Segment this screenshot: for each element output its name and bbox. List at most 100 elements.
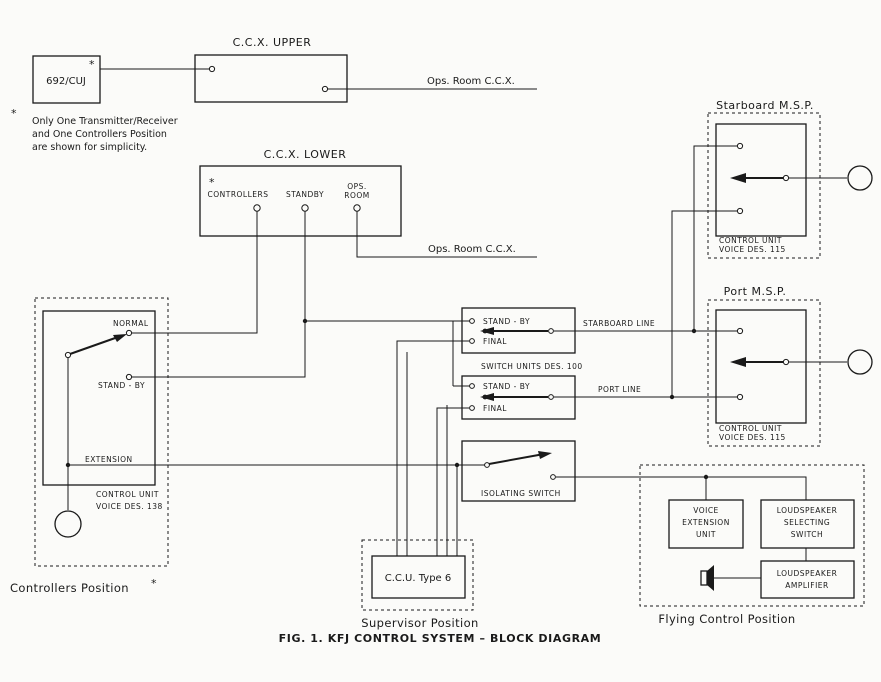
ls-amp-line1: LOUDSPEAKER — [777, 569, 838, 578]
wire-port-riser — [671, 210, 740, 397]
control-unit-138-line1: CONTROL UNIT — [96, 490, 159, 499]
ccx-upper-terminal-right — [321, 85, 329, 93]
flying-control-border — [639, 464, 865, 607]
port-line-label: PORT LINE — [598, 385, 641, 394]
ccx-lower-ops-room: Ops. Room C.C.X. — [428, 244, 516, 255]
iso-terminal — [550, 474, 556, 480]
ccx-lower-terminal-standby — [301, 204, 309, 212]
wire-sw2-final-to-ccu — [436, 407, 469, 556]
controllers-switch-arrowhead — [113, 334, 127, 342]
control-unit-138-box — [42, 310, 156, 486]
voice-ext-line3: UNIT — [696, 530, 716, 539]
starboard-line-label: STARBOARD LINE — [583, 319, 655, 328]
ls-amp-line2: AMPLIFIER — [785, 581, 829, 590]
starboard-headset-icon — [847, 165, 873, 191]
controllers-standby-terminal — [125, 373, 133, 381]
starboard-terminal-bottom — [736, 207, 744, 215]
wire-starboard-riser — [693, 145, 740, 331]
ls-switch-line3: SWITCH — [791, 530, 823, 539]
controllers-switch-arm — [69, 336, 119, 355]
wire-iso-to-ls-switch — [706, 476, 807, 500]
starboard-arrowhead — [730, 173, 746, 183]
controllers-extension-label: EXTENSION — [85, 455, 133, 464]
ccx-lower-ops-line1: OPS. — [347, 182, 367, 191]
sw1-final-label: FINAL — [483, 337, 507, 346]
port-arrowhead — [730, 357, 746, 367]
controllers-standby-label: STAND - BY — [98, 381, 145, 390]
port-control-unit-box — [715, 309, 807, 424]
starboard-pivot — [782, 174, 790, 182]
sw2-standby-label: STAND - BY — [483, 382, 530, 391]
controllers-normal-label: NORMAL — [113, 319, 149, 328]
loudspeaker-switch-box — [760, 499, 855, 549]
starboard-terminal-top — [736, 142, 744, 150]
note-line-2: and One Controllers Position — [32, 129, 167, 140]
iso-arrowhead — [538, 451, 552, 459]
voice-ext-line1: VOICE — [693, 506, 719, 515]
unit-692-box — [32, 55, 101, 104]
control-unit-138-line2: VOICE DES. 138 — [96, 502, 163, 511]
port-unit-line1: CONTROL UNIT — [719, 424, 782, 433]
unit-692-label: 692/CUJ — [46, 76, 86, 87]
figure-caption: FIG. 1. KFJ CONTROL SYSTEM – BLOCK DIAGR… — [279, 632, 602, 645]
ccu-type6-label: C.C.U. Type 6 — [385, 573, 452, 584]
ccx-lower-ops-wire — [356, 211, 537, 258]
starboard-control-unit-box — [715, 123, 807, 237]
ccx-lower-terminal-controllers — [253, 204, 261, 212]
controllers-pivot — [64, 351, 72, 359]
wire-sw1-final-to-ccu — [396, 340, 469, 556]
ccx-lower-controllers: CONTROLLERS — [207, 190, 268, 199]
microphone-icon — [54, 510, 82, 538]
ccx-lower-standby: STANDBY — [286, 190, 324, 199]
sw1-standby-label: STAND - BY — [483, 317, 530, 326]
port-msp-border — [707, 299, 821, 447]
sw1-arrowhead — [480, 327, 494, 335]
ccx-lower-terminal-ops — [353, 204, 361, 212]
ccx-lower-ops-line2: ROOM — [344, 191, 370, 200]
starboard-unit-line1: CONTROL UNIT — [719, 236, 782, 245]
iso-arm — [488, 453, 545, 465]
voice-ext-line2: EXTENSION — [682, 518, 730, 527]
sw2-final-label: FINAL — [483, 404, 507, 413]
sw1-line-terminal — [548, 328, 554, 334]
isolating-switch-box — [461, 440, 576, 502]
ls-switch-line1: LOUDSPEAKER — [777, 506, 838, 515]
sw1-standby-terminal — [469, 318, 475, 324]
sw2-standby-terminal — [469, 383, 475, 389]
switch-units-label: SWITCH UNITS DES. 100 — [481, 362, 583, 371]
controllers-position-border — [34, 297, 169, 567]
controllers-position-asterisk: * — [151, 577, 157, 590]
ccx-upper-ops-room: Ops. Room C.C.X. — [427, 76, 515, 87]
starboard-unit-line2: VOICE DES. 115 — [719, 245, 786, 254]
ls-switch-line2: SELECTING — [784, 518, 830, 527]
starboard-junction — [691, 328, 697, 334]
wire-normal-to-ccx-controllers — [132, 211, 258, 334]
extension-ccu-junction — [454, 462, 460, 468]
ccx-upper-title: C.C.X. UPPER — [233, 36, 312, 49]
supervisor-position-label: Supervisor Position — [361, 616, 478, 630]
port-terminal-top — [736, 327, 744, 335]
port-terminal-bottom — [736, 393, 744, 401]
supervisor-position-border — [361, 539, 474, 611]
wire-iso-to-flying-control — [556, 476, 707, 500]
port-headset-icon — [847, 349, 873, 375]
ccx-lower-title: C.C.X. LOWER — [264, 148, 347, 161]
port-unit-line2: VOICE DES. 115 — [719, 433, 786, 442]
wire-standby-to-ccx-standby — [132, 211, 306, 378]
ccx-upper-box — [194, 54, 348, 103]
controllers-position-label: Controllers Position — [10, 581, 129, 595]
loudspeaker-icon — [700, 565, 714, 591]
iso-pivot — [484, 462, 490, 468]
flying-control-label: Flying Control Position — [658, 612, 795, 626]
loudspeaker-amplifier-box — [760, 560, 855, 599]
starboard-msp-border — [707, 112, 821, 259]
voice-extension-unit-box — [668, 499, 744, 549]
note-asterisk: * — [11, 107, 17, 120]
port-msp-title: Port M.S.P. — [724, 285, 787, 298]
note-line-1: Only One Transmitter/Receiver — [32, 116, 178, 127]
ccx-lower-asterisk: * — [209, 176, 215, 189]
sw1-final-terminal — [469, 338, 475, 344]
port-junction — [669, 394, 675, 400]
controllers-normal-terminal — [125, 329, 133, 337]
